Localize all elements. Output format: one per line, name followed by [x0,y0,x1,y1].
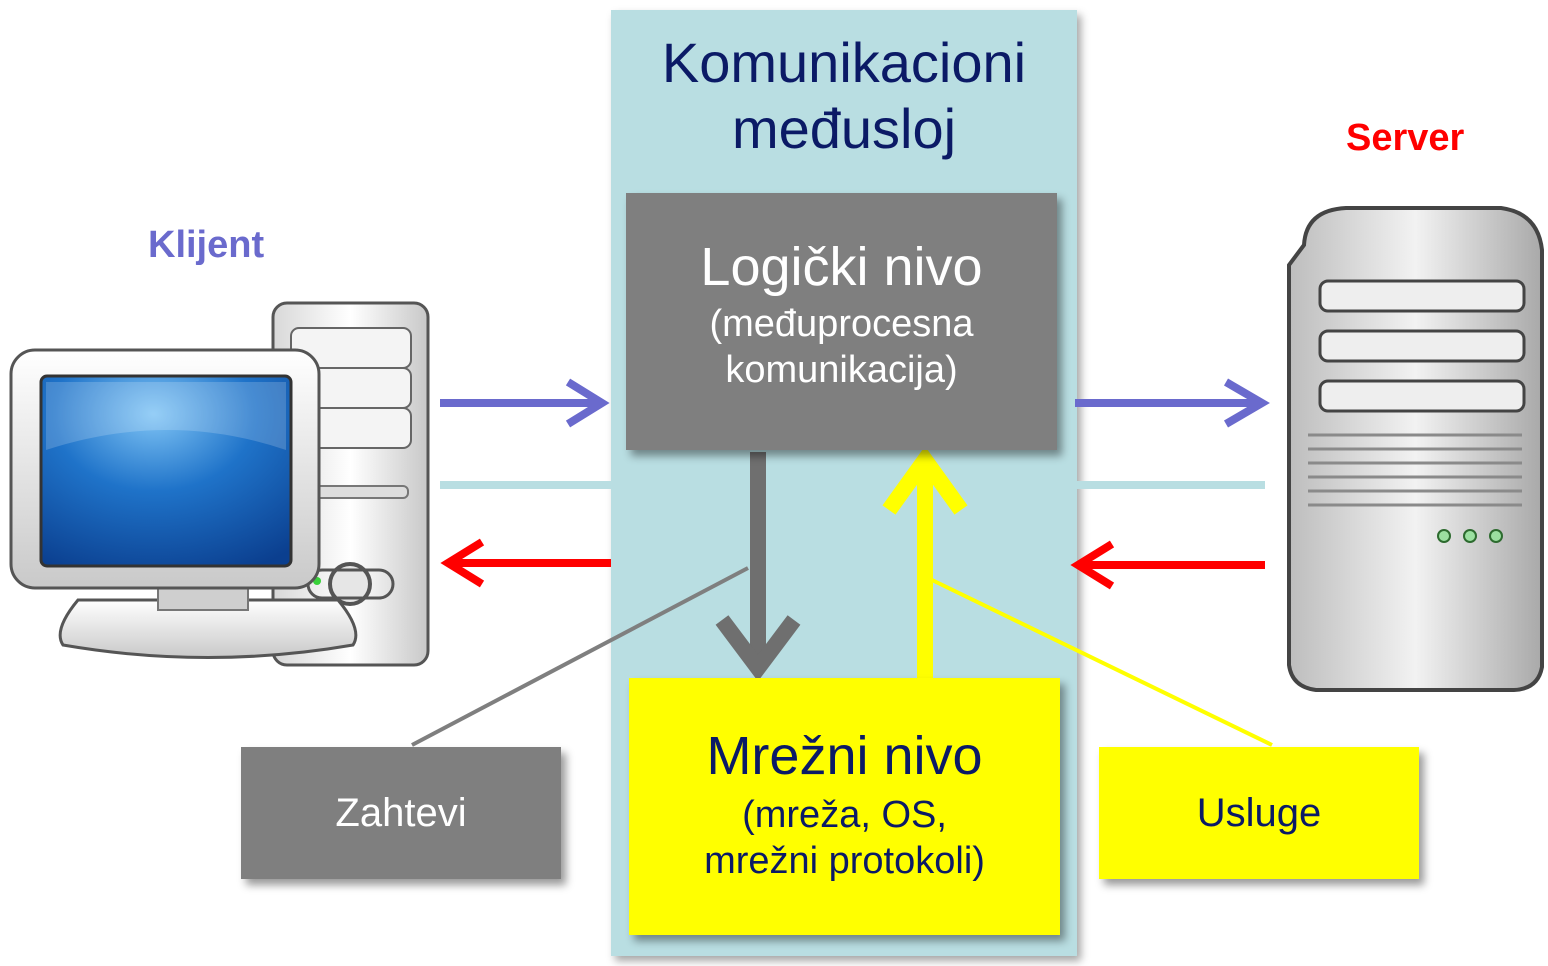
client-request-arrow [440,378,610,428]
services-callout: Usluge [1099,747,1419,879]
logic-level-title: Logički nivo [700,237,983,297]
middleware-title-line2: međusloj [731,97,957,160]
desktop-computer-icon [9,301,430,667]
middleware-title-line1: Komunikacioni [661,31,1027,94]
network-level-subtitle-line2: mrežni protokoli) [704,840,985,882]
network-level-subtitle-line1: (mreža, OS, [742,794,947,836]
logic-level-box: Logički nivo (međuprocesna komunikacija) [626,193,1057,450]
server-tower-icon [1287,206,1544,692]
logic-level-subtitle-line1: (međuprocesna [709,303,974,345]
down-arrow [715,452,801,682]
server-label: Server [1346,117,1465,159]
server-request-arrow [1075,378,1270,428]
middleware-title: Komunikacioni međusloj [611,30,1077,162]
requests-callout: Zahtevi [241,747,561,879]
server-response-arrow [1070,540,1265,590]
logic-level-subtitle-line2: komunikacija) [725,349,958,391]
network-level-title: Mrežni nivo [706,726,983,786]
client-label: Klijent [148,224,265,266]
services-callout-line [931,578,1273,747]
client-response-arrow [440,538,611,588]
requests-callout-line [411,566,749,747]
network-level-box: Mrežni nivo (mreža, OS, mrežni protokoli… [629,678,1060,935]
up-arrow [882,446,968,680]
